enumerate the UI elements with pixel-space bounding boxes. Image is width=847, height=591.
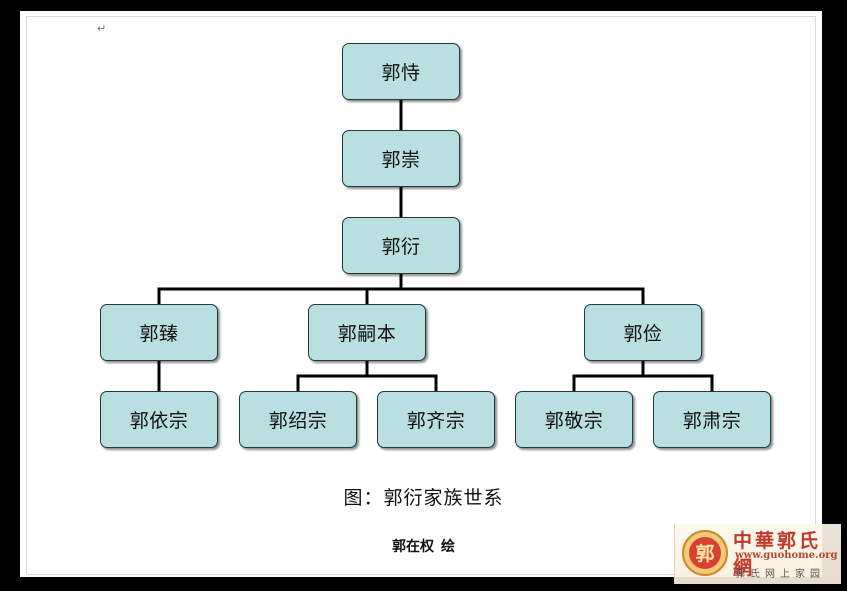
node-guo-yan: 郭衍 (342, 217, 460, 274)
node-guo-suzong: 郭肃宗 (653, 391, 771, 448)
site-watermark: 郭 中華郭氏網 www.guohome.org 郭氏网上家园 (674, 524, 841, 584)
watermark-seal-icon: 郭 (682, 530, 728, 576)
figure-caption: 图：郭衍家族世系 (343, 487, 504, 509)
paragraph-mark: ↵ (97, 22, 107, 35)
node-guo-jian: 郭俭 (584, 304, 702, 361)
watermark-seal-glyph: 郭 (695, 542, 714, 565)
node-guo-zhen: 郭臻 (100, 304, 218, 361)
node-guo-jingzong: 郭敬宗 (515, 391, 633, 448)
author-credit: 郭在权绘 (0, 536, 847, 556)
watermark-url: www.guohome.org (735, 550, 838, 561)
node-guo-shaozong: 郭绍宗 (239, 391, 357, 448)
watermark-title: 中華郭氏網 (733, 530, 822, 579)
watermark-subtitle: 郭氏网上家园 (735, 569, 825, 580)
node-guo-qizong: 郭齐宗 (377, 391, 495, 448)
node-guo-shi: 郭恃 (342, 43, 460, 100)
node-guo-siben: 郭嗣本 (308, 304, 426, 361)
node-guo-yizong: 郭依宗 (100, 391, 218, 448)
author-action: 绘 (441, 539, 455, 555)
author-name: 郭在权 (392, 539, 434, 555)
node-guo-chong: 郭崇 (342, 130, 460, 187)
